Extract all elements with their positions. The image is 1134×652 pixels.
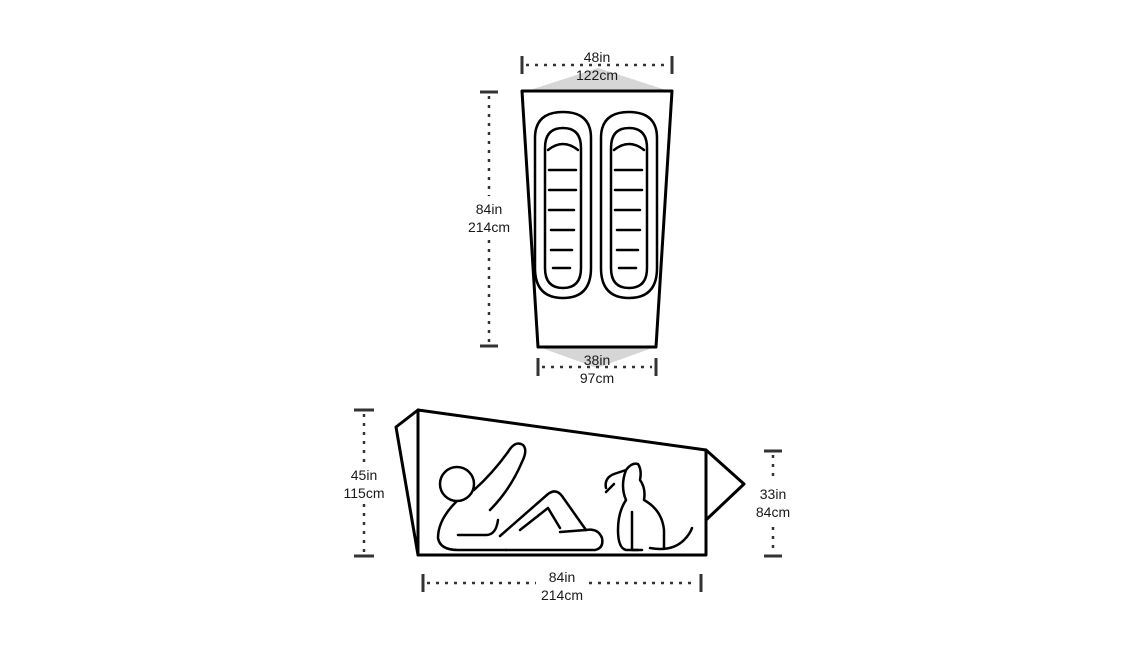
- foot-width-shade: [539, 347, 655, 368]
- tent-floor-outline: [520, 89, 674, 349]
- foot-height-imperial-label: 33in: [760, 486, 786, 502]
- side-profile: 45in 115cm 33in 84cm 84in 214cm: [336, 408, 800, 607]
- floor-length-dimension-line: [480, 90, 498, 348]
- foot-width-imperial-label: 38in: [584, 352, 610, 368]
- foot-width-dimension-line: [536, 358, 658, 376]
- floor-length-metric-label: 214cm: [468, 219, 510, 235]
- profile-length-metric-label: 214cm: [541, 587, 583, 603]
- head-width-shade: [527, 68, 669, 91]
- sleeping-bag-left-icon: [533, 110, 593, 300]
- head-width-metric-label: 122cm: [576, 67, 618, 83]
- floor-length-imperial-label: 84in: [476, 201, 502, 217]
- floor-plan: 48in 122cm 84in 214cm 38in 97cm: [464, 49, 674, 386]
- head-width-imperial-label: 48in: [584, 49, 610, 65]
- profile-length-imperial-label: 84in: [549, 569, 575, 585]
- foot-vestibule-outline: [704, 448, 746, 522]
- foot-height-metric-label: 84cm: [756, 504, 790, 520]
- head-vestibule-outline: [394, 408, 420, 557]
- profile-length-label-backdrop: [536, 565, 588, 607]
- reclining-person-icon: [436, 442, 604, 552]
- peak-height-dimension-line: [354, 408, 374, 558]
- two-sleeping-bags-icon: [533, 110, 659, 300]
- foot-width-metric-label: 97cm: [580, 370, 614, 386]
- head-width-dimension-line: [520, 56, 674, 74]
- floor-length-label-backdrop: [464, 196, 516, 238]
- sitting-dog-icon: [604, 462, 694, 552]
- tent-body-outline: [416, 408, 708, 557]
- foot-height-dimension-line: [764, 449, 782, 558]
- peak-height-imperial-label: 45in: [351, 467, 377, 483]
- foot-height-label-backdrop: [748, 480, 800, 522]
- peak-height-metric-label: 115cm: [344, 485, 385, 501]
- peak-height-label-backdrop: [336, 462, 392, 504]
- sleeping-bag-right-icon: [599, 110, 659, 300]
